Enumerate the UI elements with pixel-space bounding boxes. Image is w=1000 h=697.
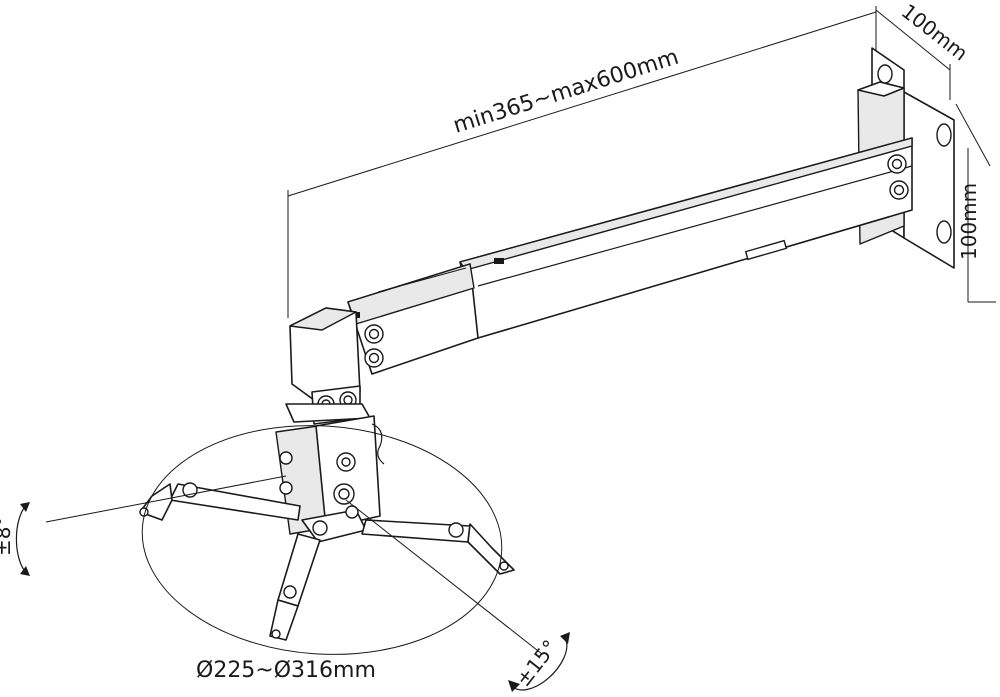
slot-hole-lower — [936, 220, 952, 244]
leg-left — [169, 483, 301, 521]
outer-arm — [459, 137, 913, 339]
inner-arm — [347, 263, 479, 375]
swivel-label: ±15° — [511, 635, 562, 691]
arm-length-label: min365~max600mm — [450, 45, 681, 139]
wall-bracket — [857, 47, 955, 269]
tilt-indicator: ±8° — [0, 475, 287, 576]
bracket-height-label: 100mm — [957, 183, 981, 260]
bracket-width-label: 100mm — [897, 0, 973, 65]
bracket-height-dimension: 100mm — [955, 103, 996, 303]
spider-mount — [139, 482, 515, 641]
tilt-label: ±8° — [0, 517, 15, 556]
mount-range-ellipse — [141, 425, 503, 655]
slot-hole-upper — [936, 123, 952, 147]
mount-diameter-label: Ø225~Ø316mm — [196, 658, 376, 683]
